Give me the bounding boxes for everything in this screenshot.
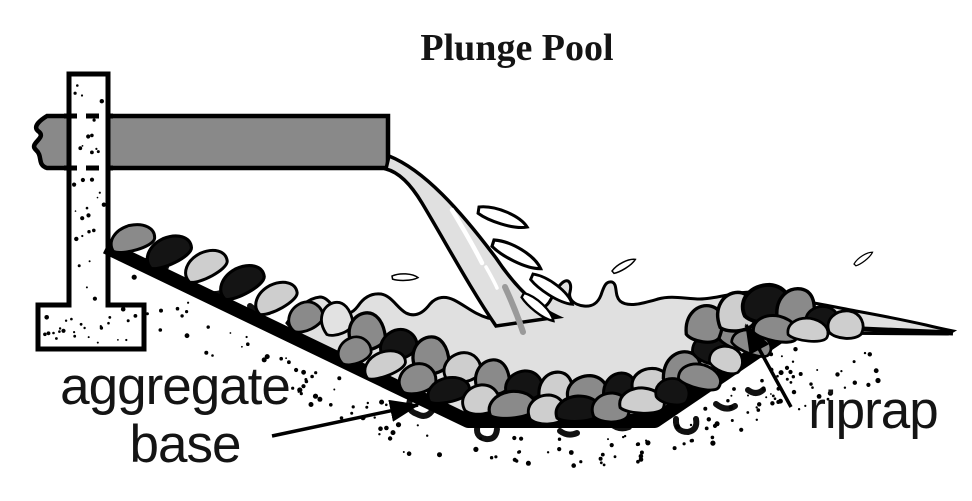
- jet-highlight: [449, 207, 485, 266]
- splash-droplet: [390, 271, 420, 284]
- concrete-headwall: [35, 71, 147, 352]
- aggregate-base-label-line1: aggregate: [60, 357, 290, 416]
- jet-shadow-streak: [502, 284, 526, 335]
- soil-stipple-texture: [120, 274, 881, 468]
- aggregate-base-callout: aggregate base: [60, 357, 420, 474]
- jet-highlight-small: [484, 265, 499, 290]
- water-jet: [383, 153, 565, 335]
- riprap-callout: riprap: [744, 323, 939, 440]
- outfall-pipe: [31, 113, 391, 171]
- riprap-arrow: [744, 323, 793, 408]
- aggregate-base-label-line2: base: [130, 415, 241, 474]
- aggregate-base-arrow: [271, 399, 420, 438]
- splash-droplet: [851, 250, 876, 268]
- splash-droplet: [609, 256, 639, 275]
- splash-droplet: [474, 198, 531, 238]
- headwall-outline: [35, 71, 147, 352]
- riprap-label: riprap: [808, 381, 938, 440]
- concrete-stipple-texture: [43, 84, 138, 344]
- pipe-body: [31, 113, 391, 171]
- diagram-title: Plunge Pool: [420, 27, 613, 69]
